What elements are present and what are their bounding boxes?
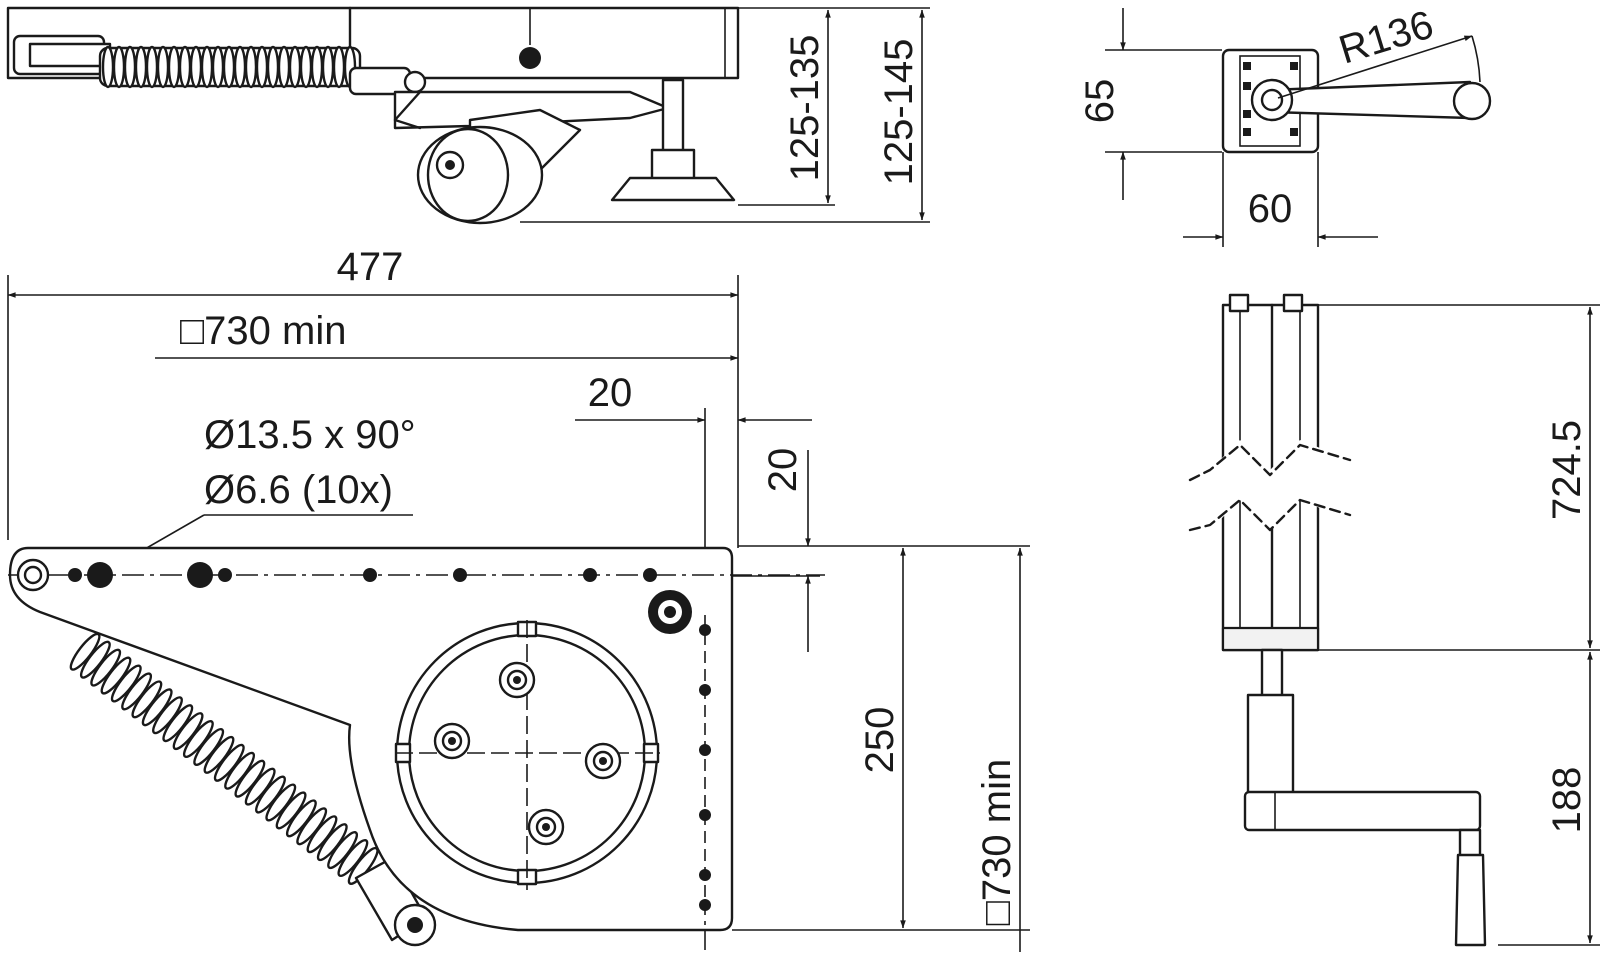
dim-188: 188 bbox=[1545, 767, 1589, 834]
gas-spring-side bbox=[12, 34, 427, 96]
dim-20-vertical: 20 bbox=[761, 448, 805, 493]
hole-count-label: Ø6.6 (10x) bbox=[204, 468, 393, 512]
side-elevation-view: 125-135 125-145 bbox=[6, 6, 930, 225]
dim-65: 65 bbox=[1078, 79, 1122, 124]
dim-477: 477 bbox=[337, 245, 404, 289]
dim-125-135: 125-135 bbox=[783, 35, 827, 182]
dim-724-5: 724.5 bbox=[1545, 420, 1589, 520]
dim-730-min-vertical: □730 min bbox=[975, 759, 1019, 925]
crank-side-view: R136 65 60 bbox=[1078, 3, 1492, 247]
dim-20-horizontal: 20 bbox=[588, 371, 633, 415]
column-with-crank-view: 724.5 188 bbox=[1180, 293, 1600, 947]
dim-60: 60 bbox=[1248, 187, 1293, 231]
rotary-disc bbox=[394, 620, 660, 890]
dim-125-145: 125-145 bbox=[877, 39, 921, 186]
dim-250: 250 bbox=[858, 707, 902, 774]
caster-wheel bbox=[416, 108, 582, 225]
hole-countersink-label: Ø13.5 x 90° bbox=[204, 413, 416, 457]
dim-r136: R136 bbox=[1334, 3, 1438, 73]
dim-730-min-top: □730 min bbox=[180, 309, 346, 353]
leveling-foot bbox=[610, 78, 736, 202]
plate-top-view: 477 □730 min 20 20 Ø13.5 x 90° Ø6.6 (10x… bbox=[7, 245, 1030, 952]
gas-spring-top bbox=[69, 632, 437, 947]
knob-icon bbox=[519, 47, 541, 69]
